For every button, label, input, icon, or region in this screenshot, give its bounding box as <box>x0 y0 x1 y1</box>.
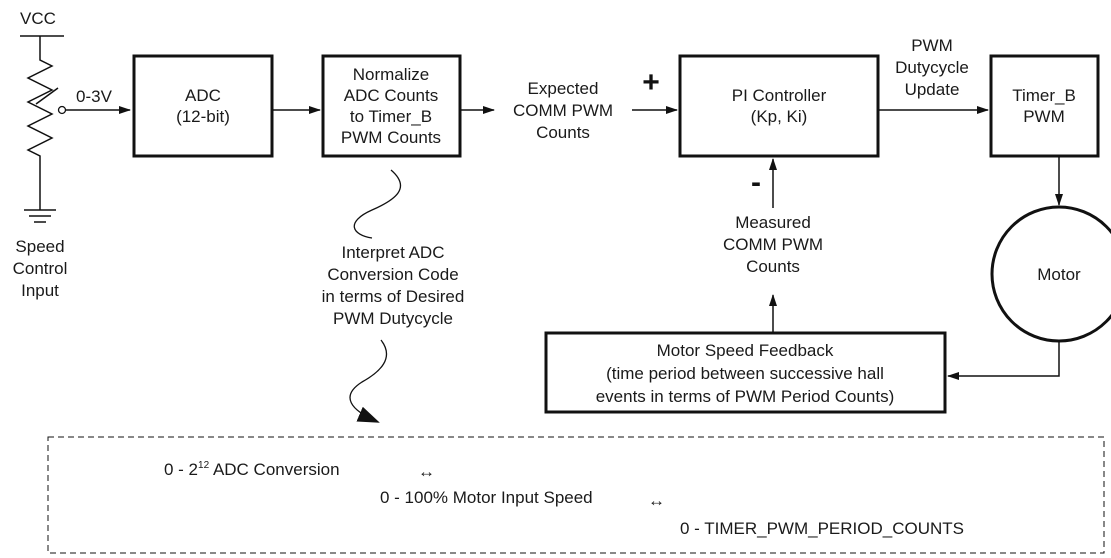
expected-line3: Counts <box>536 123 590 142</box>
interpret-line1: Interpret ADC <box>342 243 445 262</box>
normalize-line3: to Timer_B <box>350 107 432 126</box>
adc-resolution: (12-bit) <box>176 107 230 126</box>
interpret-line3: in terms of Desired <box>322 287 465 306</box>
adc-label: ADC <box>185 86 221 105</box>
normalize-line4: PWM Counts <box>341 128 441 147</box>
expected-line1: Expected <box>528 79 599 98</box>
feedback-line1: Motor Speed Feedback <box>657 341 834 360</box>
pi-gains: (Kp, Ki) <box>751 107 808 126</box>
ground-icon <box>24 209 56 223</box>
feedback-line2: (time period between successive hall <box>606 364 884 383</box>
wire-motor-to-feedback <box>947 341 1060 380</box>
potentiometer-resistor <box>26 36 54 210</box>
adc-block <box>132 54 274 158</box>
mapping-line1: 0 - 212 ADC Conversion <box>164 460 340 479</box>
pi-label: PI Controller <box>732 86 827 105</box>
normalize-line2: ADC Counts <box>344 86 438 105</box>
minus-sign: - <box>751 166 761 199</box>
mapping-arrow-1: ↔ <box>418 462 435 481</box>
pwm-update-line2: Dutycycle <box>895 58 969 77</box>
interpret-line2: Conversion Code <box>327 265 458 284</box>
wiper-node <box>57 105 67 115</box>
measured-line1: Measured <box>735 213 811 232</box>
mapping-box <box>47 436 1105 554</box>
annotation-squiggle-top <box>353 169 402 239</box>
pwm-update-line1: PWM <box>911 36 953 55</box>
normalize-line1: Normalize <box>353 65 430 84</box>
timer-b-block <box>989 54 1100 158</box>
mapping-line2: 0 - 100% Motor Input Speed <box>380 488 593 507</box>
annotation-squiggle-bottom <box>349 339 388 423</box>
voltage-range-label: 0-3V <box>76 87 113 106</box>
input-label-line2: Control <box>13 259 68 278</box>
normalize-block <box>321 54 462 158</box>
input-label-line1: Speed <box>15 237 64 256</box>
plus-sign: + <box>642 66 660 99</box>
input-label-line3: Input <box>21 281 59 300</box>
timer-b-line1: Timer_B <box>1012 86 1076 105</box>
expected-line2: COMM PWM <box>513 101 613 120</box>
mapping-arrow-2: ↔ <box>648 491 665 510</box>
pi-controller-block <box>678 54 880 158</box>
measured-line3: Counts <box>746 257 800 276</box>
pwm-update-line3: Update <box>905 80 960 99</box>
feedback-block <box>544 331 947 414</box>
vcc-label: VCC <box>20 9 56 28</box>
measured-line2: COMM PWM <box>723 235 823 254</box>
interpret-line4: PWM Dutycycle <box>333 309 453 328</box>
timer-b-line2: PWM <box>1023 107 1065 126</box>
mapping-line3: 0 - TIMER_PWM_PERIOD_COUNTS <box>680 519 964 538</box>
feedback-line3: events in terms of PWM Period Counts) <box>596 387 895 406</box>
motor-label: Motor <box>1037 265 1081 284</box>
potentiometer-wiper <box>35 87 59 105</box>
